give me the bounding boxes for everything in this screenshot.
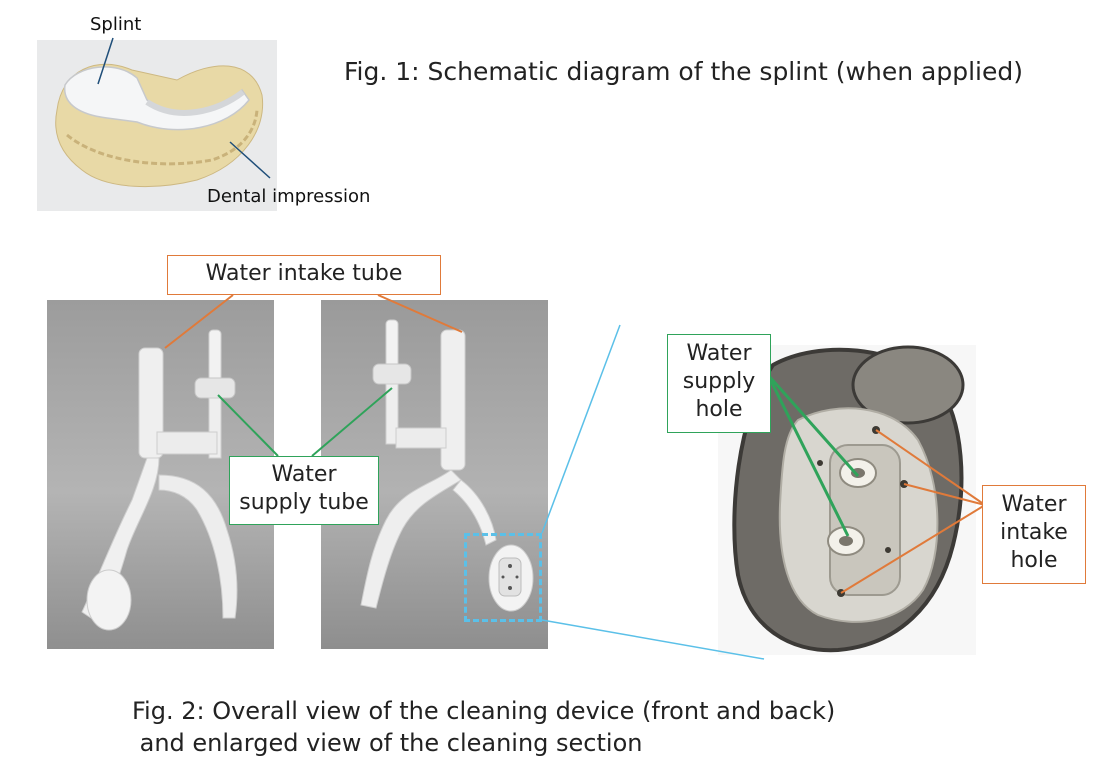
fig2-caption-line2: and enlarged view of the cleaning sectio…: [132, 729, 643, 757]
label-water-intake-tube: Water intake tube: [167, 255, 441, 295]
device-back-illustration: [360, 319, 534, 612]
label-dental-impression: Dental impression: [207, 186, 371, 207]
label-water-supply-hole: Water supply hole: [667, 334, 771, 433]
splint-on-impression-illustration: [55, 63, 264, 188]
device-front-illustration: [81, 329, 238, 631]
leader-supply-hole-1: [766, 374, 860, 477]
leader-supply-tube-front: [217, 394, 279, 457]
cleaning-section-highlight: [464, 533, 542, 622]
label-splint: Splint: [90, 14, 142, 35]
zoom-line-bottom: [541, 619, 765, 660]
enlarged-view-panel: [718, 345, 976, 655]
leader-intake-hole-3: [840, 504, 986, 594]
fig1-caption: Fig. 1: Schematic diagram of the splint …: [344, 57, 1023, 86]
leader-intake-hole-1: [875, 429, 986, 506]
leader-intake-tube-front: [164, 294, 234, 349]
leader-splint: [97, 37, 114, 85]
label-water-intake-hole: Water intake hole: [982, 485, 1086, 584]
leader-impression: [229, 141, 271, 179]
fig2-caption-line1: Fig. 2: Overall view of the cleaning dev…: [132, 697, 836, 725]
fig1-image-panel: [37, 40, 277, 211]
leader-supply-hole-2: [766, 374, 850, 537]
label-water-supply-tube: Water supply tube: [229, 456, 379, 525]
zoom-line-top: [541, 324, 621, 534]
leader-intake-hole-2: [903, 483, 986, 506]
device-front-view: [47, 300, 274, 649]
leader-supply-tube-back: [311, 387, 393, 457]
leader-intake-tube-back: [377, 294, 463, 333]
